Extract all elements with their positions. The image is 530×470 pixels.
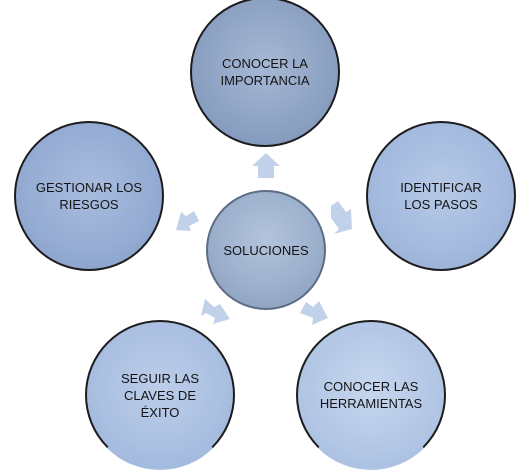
node-conocer-importancia: CONOCER LA IMPORTANCIA [190,0,340,147]
node-gestionar-riesgos: GESTIONAR LOS RIESGOS [14,121,164,271]
node-label-left: GESTIONAR LOS RIESGOS [35,180,143,212]
arrow-to-bottom-right [300,301,328,325]
center-label: SOLUCIONES [223,242,309,258]
node-soluciones-center: SOLUCIONES [206,190,326,310]
node-label-right: IDENTIFICAR LOS PASOS [400,180,482,212]
arrow-to-left [176,211,199,231]
node-label-bottom-left: SEGUIR LAS CLAVES DE ÉXITO [120,370,200,420]
arrow-to-bottom-left [201,299,230,324]
node-identificar-pasos: IDENTIFICAR LOS PASOS [366,121,516,271]
node-seguir-claves: SEGUIR LAS CLAVES DE ÉXITO [85,320,235,470]
arrow-to-top [252,153,280,178]
arrow-to-right [331,201,352,234]
node-label-bottom-right: CONOCER LAS HERRAMIENTAS [319,379,423,411]
node-label-top: CONOCER LA IMPORTANCIA [220,56,310,88]
node-conocer-herramientas: CONOCER LAS HERRAMIENTAS [296,320,446,470]
